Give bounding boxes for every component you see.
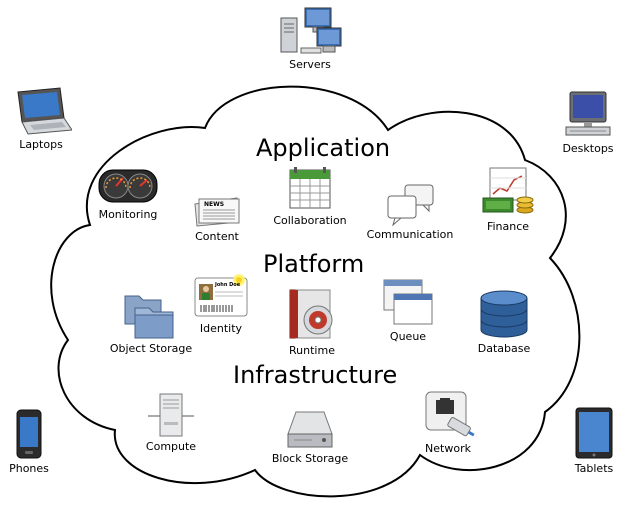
hard-drive-icon — [287, 411, 333, 448]
server-tower-icon — [148, 393, 194, 437]
label-compute: Compute — [145, 440, 197, 453]
node-content: NEWS Content — [186, 194, 248, 243]
node-phones: Phones — [4, 408, 54, 475]
network-port-icon — [425, 391, 475, 437]
gauge-icon — [98, 169, 158, 203]
runtime-package-icon — [289, 289, 333, 339]
node-communication: Communication — [362, 182, 458, 241]
calendar-icon — [289, 167, 331, 209]
label-desktops: Desktops — [562, 142, 614, 155]
layer-title-infrastructure: Infrastructure — [233, 361, 398, 389]
label-runtime: Runtime — [289, 344, 335, 357]
tablet-icon — [575, 407, 613, 459]
node-desktops: Desktops — [552, 90, 623, 155]
queue-windows-icon — [383, 279, 433, 325]
chat-bubbles-icon — [387, 184, 434, 226]
node-identity: John Doe Identity — [190, 270, 252, 335]
folders-icon — [124, 295, 174, 339]
node-tablets: Tablets — [568, 406, 620, 475]
node-monitoring: Monitoring — [92, 166, 164, 221]
label-finance: Finance — [486, 220, 530, 233]
newspaper-icon: NEWS — [194, 197, 240, 227]
node-collaboration: Collaboration — [270, 166, 350, 227]
layer-title-platform: Platform — [263, 250, 365, 278]
laptop-icon — [17, 87, 72, 135]
label-monitoring: Monitoring — [98, 208, 158, 221]
badge-name-text: John Doe — [214, 282, 241, 288]
label-tablets: Tablets — [574, 462, 614, 475]
label-identity: Identity — [199, 322, 243, 335]
label-phones: Phones — [9, 462, 49, 475]
node-object-storage: Object Storage — [104, 288, 198, 355]
phone-icon — [16, 409, 42, 459]
label-content: Content — [195, 230, 239, 243]
label-queue: Queue — [389, 330, 427, 343]
database-icon — [480, 290, 528, 338]
node-compute: Compute — [142, 392, 200, 453]
label-database: Database — [477, 342, 531, 355]
node-block-storage: Block Storage — [268, 410, 352, 465]
label-network: Network — [425, 442, 471, 455]
node-laptops: Laptops — [6, 86, 76, 151]
node-network: Network — [418, 390, 478, 455]
label-communication: Communication — [366, 228, 454, 241]
node-servers: Servers — [270, 6, 350, 71]
newspaper-masthead: NEWS — [204, 201, 224, 208]
finance-chart-money-icon — [482, 167, 534, 214]
node-finance: Finance — [476, 166, 540, 233]
label-block-storage: Block Storage — [271, 452, 349, 465]
node-queue: Queue — [378, 278, 438, 343]
servers-icon — [280, 7, 342, 54]
label-collaboration: Collaboration — [273, 214, 347, 227]
node-runtime: Runtime — [282, 286, 342, 357]
label-object-storage: Object Storage — [109, 342, 193, 355]
id-badge-icon: John Doe — [194, 274, 248, 317]
label-servers: Servers — [289, 58, 331, 71]
desktop-icon — [565, 91, 611, 136]
node-database: Database — [474, 288, 534, 355]
label-laptops: Laptops — [19, 138, 63, 151]
layer-title-application: Application — [256, 134, 391, 162]
